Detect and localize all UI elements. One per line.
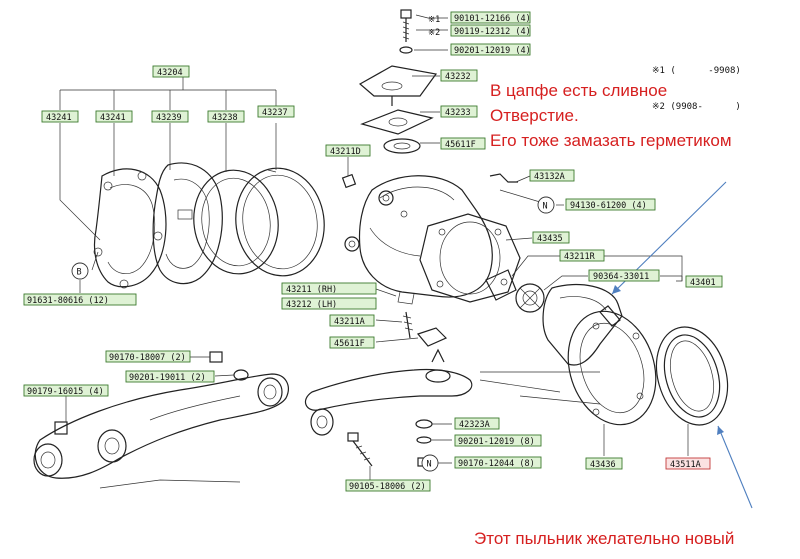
part-label-43211a: 43211A (334, 317, 365, 327)
part-label-43435: 43435 (537, 234, 563, 244)
dust-seal-note: Этот пыльник желательно новый (474, 529, 735, 548)
part-label-43237: 43237 (262, 108, 288, 118)
reference-markers: ※1 ※2 B N N (71, 15, 555, 472)
part-label-43241-a: 43241 (46, 113, 72, 123)
drain-hole-note: В цапфе есть сливное Отверстие. Его тоже… (490, 78, 732, 153)
steering-knuckle-drawing (341, 9, 545, 347)
marker-n-upper: N (543, 202, 548, 212)
drain-hole-note-line-1: В цапфе есть сливное (490, 81, 668, 100)
marker-b: B (77, 268, 82, 278)
drain-hole-note-line-2: Отверстие. (490, 106, 579, 125)
drain-hole-note-line-3: Его тоже замазать герметиком (490, 131, 732, 150)
dust-seal-group-drawing (93, 162, 325, 289)
part-label-43401: 43401 (690, 278, 716, 288)
date-legend: ※1 ( -9908) ※2 (9908- ) (652, 41, 741, 125)
part-label-43238: 43238 (212, 113, 238, 123)
part-label-43436: 43436 (590, 460, 616, 470)
part-label-90101-12166: 90101-12166 (4) (454, 14, 531, 24)
part-label-43212-lh: 43212 (LH) (286, 300, 337, 310)
part-label-43241-b: 43241 (100, 113, 126, 123)
part-label-90179-16015: 90179-16015 (4) (27, 387, 104, 397)
part-label-90170-12044: 90170-12044 (8) (458, 459, 535, 469)
part-label-43211-rh: 43211 (RH) (286, 285, 337, 295)
part-label-90105-18006: 90105-18006 (2) (349, 482, 426, 492)
marker-n-lower: N (427, 460, 432, 470)
marker-note-1: ※1 (428, 15, 440, 25)
marker-note-2: ※2 (428, 28, 440, 38)
part-label-43239: 43239 (156, 113, 182, 123)
part-label-91631-80616: 91631-80616 (12) (27, 296, 109, 306)
leader-lines (59, 14, 689, 480)
part-label-45611f-bottom: 45611F (334, 339, 365, 349)
spindle-and-dust-seal-drawing (542, 283, 729, 426)
part-label-45611f-top: 45611F (445, 140, 476, 150)
legend-line-1: ※1 ( -9908) (652, 66, 741, 76)
part-label-42323a: 42323A (459, 420, 490, 430)
part-label-43511a: 43511A (670, 460, 701, 470)
part-label-43232: 43232 (445, 72, 471, 82)
part-label-43204: 43204 (157, 68, 183, 78)
part-label-90364-33011: 90364-33011 (593, 272, 649, 282)
part-label-90119-12312: 90119-12312 (4) (454, 27, 531, 37)
part-number-labels: 90101-12166 (4) 90119-12312 (4) 90201-12… (23, 11, 723, 492)
part-label-94130-61200: 94130-61200 (4) (570, 201, 647, 211)
part-label-43132a: 43132A (534, 172, 565, 182)
steering-arm-drawing (33, 348, 601, 489)
part-label-43211r: 43211R (564, 252, 596, 262)
part-label-90201-12019-4: 90201-12019 (4) (454, 46, 531, 56)
part-label-90201-19011: 90201-19011 (2) (129, 373, 206, 383)
legend-line-2: ※2 (9908- ) (652, 102, 741, 112)
part-label-43211d: 43211D (330, 147, 361, 157)
part-label-90170-18007: 90170-18007 (2) (109, 353, 186, 363)
part-label-90201-12019-8: 90201-12019 (8) (458, 437, 535, 447)
part-label-43233: 43233 (445, 108, 471, 118)
